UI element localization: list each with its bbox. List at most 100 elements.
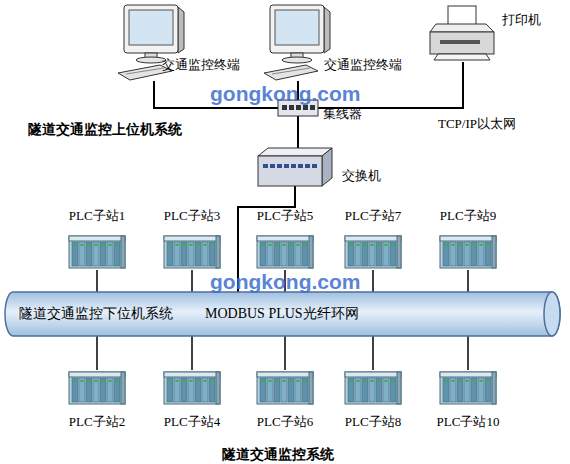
plc-module (376, 378, 382, 402)
plcBot-node: PLC子站6 (255, 370, 315, 434)
plc-module (274, 242, 280, 266)
monitor-frame (270, 5, 324, 53)
plc-led (445, 244, 448, 246)
plc-rail (440, 372, 496, 377)
switch-top (258, 148, 332, 156)
node-shape (164, 370, 220, 406)
node-shape (69, 234, 125, 270)
plc-led (74, 244, 77, 246)
monitor-screen (129, 10, 173, 45)
plc-rail (164, 372, 220, 377)
node-label: PLC子站5 (235, 208, 335, 224)
plcBot-node: PLC子站2 (67, 370, 127, 434)
plc-led (211, 380, 214, 382)
plc-module (362, 242, 368, 266)
plcBot-node: PLC子站4 (162, 370, 222, 434)
plc-led (102, 244, 105, 246)
plc-module (114, 378, 120, 402)
node-label: PLC子站6 (235, 414, 335, 430)
plc-led (297, 380, 300, 382)
node-shape (440, 234, 496, 270)
plc-led (459, 380, 462, 382)
plc-module (114, 242, 120, 266)
node-shape (69, 370, 125, 406)
network-label: MODBUS PLUS光纤环网 (205, 306, 359, 322)
plc-led (350, 380, 353, 382)
plc-rail (164, 236, 220, 241)
node-label: PLC子站10 (418, 414, 518, 430)
plc-side (492, 236, 496, 268)
plc-led (176, 244, 179, 246)
hub-port (303, 105, 308, 110)
plc-led (445, 380, 448, 382)
plc-side (492, 372, 496, 404)
plc-led (297, 244, 300, 246)
node-label: 交通监控终端 (324, 57, 402, 73)
node-label: PLC子站4 (142, 414, 242, 430)
plc-led (109, 380, 112, 382)
plc-led (480, 244, 483, 246)
plc-module (443, 242, 449, 266)
plc-module (288, 242, 294, 266)
plc-module (457, 242, 463, 266)
printer-top (430, 24, 494, 32)
plc-side (121, 236, 125, 268)
switch-port (298, 164, 303, 168)
diagram-caption: 隧道交通监控系统 (222, 445, 334, 464)
plc-led (102, 380, 105, 382)
plc-module (188, 242, 194, 266)
node-shape (345, 370, 401, 406)
plc-rail (345, 236, 401, 241)
plc-led (197, 244, 200, 246)
plc-rail (345, 372, 401, 377)
hub-port (296, 105, 301, 110)
network-cable (191, 270, 193, 292)
monitor-frame (124, 5, 178, 53)
plc-module (443, 378, 449, 402)
plc-module (390, 378, 396, 402)
plc-led (204, 380, 207, 382)
plc-led (95, 244, 98, 246)
hub-port (289, 105, 294, 110)
plc-module (464, 242, 470, 266)
computer-node: 交通监控终端 (264, 3, 336, 81)
plc-led (473, 380, 476, 382)
network-cable (372, 270, 374, 292)
plc-led (487, 380, 490, 382)
plc-led (392, 380, 395, 382)
node-label: PLC子站7 (323, 208, 423, 224)
printer-slot (440, 40, 480, 44)
plc-rack (257, 372, 313, 404)
watermark: gongkong.com (210, 272, 361, 292)
plc-led (290, 380, 293, 382)
plc-module (260, 242, 266, 266)
plc-module (383, 378, 389, 402)
monitor-side (324, 7, 330, 53)
plc-led (378, 244, 381, 246)
network-cable (96, 336, 98, 370)
plc-module (100, 242, 106, 266)
plc-led (95, 380, 98, 382)
monitor-screen (275, 10, 319, 45)
plcTop-node: PLC子站3 (162, 206, 222, 270)
plc-led (466, 380, 469, 382)
plc-module (485, 378, 491, 402)
plc-rail (69, 236, 125, 241)
pipe-body (5, 292, 560, 336)
plc-module (72, 378, 78, 402)
plcTop-node: PLC子站5 (255, 206, 315, 270)
plc-module (464, 378, 470, 402)
switch-port (277, 164, 282, 168)
plc-led (459, 244, 462, 246)
pipe-node: 隧道交通监控下位机系统MODBUS PLUS光纤环网 (5, 292, 560, 336)
plc-module (471, 242, 477, 266)
network-label: TCP/IP以太网 (438, 114, 516, 134)
plc-rack (164, 236, 220, 268)
plc-led (371, 244, 374, 246)
plc-module (348, 378, 354, 402)
plc-led (74, 380, 77, 382)
plc-led (204, 244, 207, 246)
plc-rack (257, 236, 313, 268)
plc-led (283, 244, 286, 246)
